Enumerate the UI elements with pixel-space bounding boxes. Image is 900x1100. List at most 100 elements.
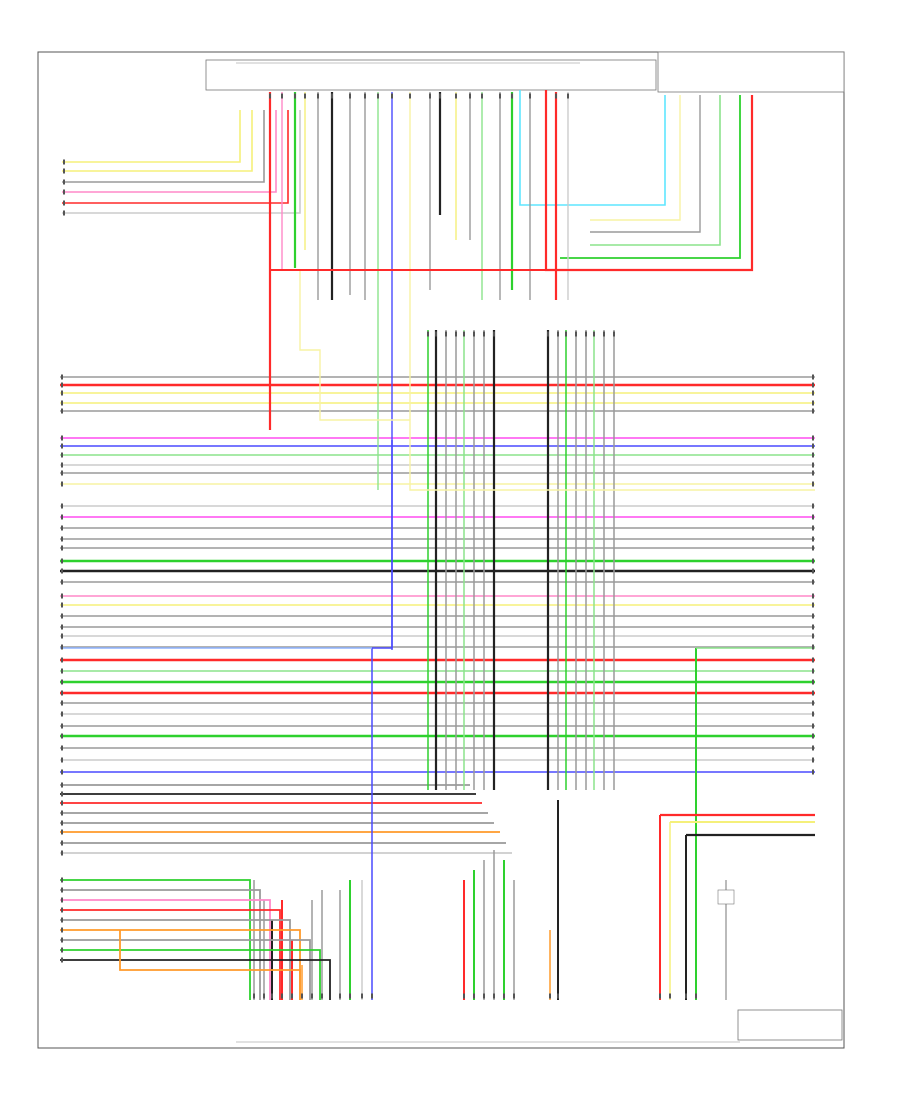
left-pin-tick-25 — [61, 644, 63, 650]
top-left-pin-tick-4 — [63, 189, 65, 195]
top-pin-tick-12 — [429, 93, 431, 99]
lower-pin-tick-7 — [61, 840, 63, 846]
mid-pin-tick-2 — [435, 331, 437, 337]
bottom-pin-tick-16 — [493, 993, 495, 999]
top-left-row-2 — [62, 110, 253, 172]
top-pin-tick-17 — [499, 93, 501, 99]
left-pin-tick-28 — [61, 679, 63, 685]
top-pin-tick-3 — [294, 93, 296, 99]
lower-left-row-8 — [60, 949, 321, 1000]
left-pin-tick-26 — [61, 657, 63, 663]
top-pin-tick-13 — [439, 93, 441, 99]
lower-left-pin-tick-9 — [61, 957, 63, 963]
right-pin-tick-16 — [812, 545, 814, 551]
lower-pin-tick-3 — [61, 800, 63, 806]
bottom-pin-tick-1 — [253, 993, 255, 999]
right-pin-tick-36 — [812, 769, 814, 775]
bottom-pin-tick-11 — [361, 993, 363, 999]
wire-layer — [60, 90, 815, 1000]
left-pin-tick-30 — [61, 700, 63, 706]
bottom-pin-tick-19 — [549, 993, 551, 999]
left-pin-tick-27 — [61, 668, 63, 674]
right-pin-tick-21 — [812, 602, 814, 608]
mid-pin-tick-14 — [593, 331, 595, 337]
bottom-pin-tick-18 — [513, 993, 515, 999]
top-pin-tick-7 — [349, 93, 351, 99]
right-pin-tick-28 — [812, 679, 814, 685]
right-pin-tick-13 — [812, 514, 814, 520]
lower-left-pin-tick-4 — [61, 907, 63, 913]
lower-left-pin-tick-1 — [61, 877, 63, 883]
right-pin-tick-17 — [812, 558, 814, 564]
right-pin-tick-15 — [812, 536, 814, 542]
right-pin-tick-4 — [812, 400, 814, 406]
bottom-pin-tick-23 — [685, 993, 687, 999]
lower-left-pin-tick-7 — [61, 937, 63, 943]
pin-tick-layer — [61, 93, 814, 999]
bottom-pin-tick-20 — [557, 993, 559, 999]
top-pin-tick-18 — [511, 93, 513, 99]
bottom-pin-tick-12 — [371, 993, 373, 999]
left-pin-tick-11 — [61, 481, 63, 487]
left-pin-tick-9 — [61, 462, 63, 468]
right-pin-tick-9 — [812, 462, 814, 468]
mid-pin-tick-13 — [585, 331, 587, 337]
right-gray-wire — [590, 95, 701, 233]
left-pin-tick-22 — [61, 613, 63, 619]
top-left-row-5 — [62, 110, 289, 204]
bottom-pin-tick-3 — [271, 993, 273, 999]
right-pin-tick-19 — [812, 579, 814, 585]
right-pin-tick-33 — [812, 733, 814, 739]
lower-left-row-2 — [60, 889, 261, 1000]
left-pin-tick-29 — [61, 690, 63, 696]
top-left-row-1 — [62, 110, 241, 163]
top-pin-tick-2 — [281, 93, 283, 99]
left-pin-tick-19 — [61, 579, 63, 585]
left-pin-tick-16 — [61, 545, 63, 551]
lower-left-row-5 — [60, 919, 291, 1000]
left-pin-tick-34 — [61, 745, 63, 751]
left-pin-tick-13 — [61, 514, 63, 520]
right-pin-tick-6 — [812, 435, 814, 441]
mid-pin-tick-3 — [445, 331, 447, 337]
mid-pin-tick-5 — [463, 331, 465, 337]
left-pin-tick-1 — [61, 374, 63, 380]
left-pin-tick-20 — [61, 593, 63, 599]
orange-loop-wire — [119, 930, 301, 1000]
top-pin-tick-20 — [555, 93, 557, 99]
top-left-pin-tick-6 — [63, 210, 65, 216]
right-pin-tick-31 — [812, 711, 814, 717]
right-green-wire — [590, 95, 721, 246]
left-pin-tick-31 — [61, 711, 63, 717]
top-pin-tick-9 — [377, 93, 379, 99]
right-pin-tick-29 — [812, 690, 814, 696]
top-left-row-3 — [62, 110, 265, 183]
top-pin-tick-8 — [364, 93, 366, 99]
right-pin-tick-32 — [812, 723, 814, 729]
top-left-pin-tick-2 — [63, 168, 65, 174]
right-pin-tick-1 — [812, 374, 814, 380]
bottom-pin-tick-4 — [281, 993, 283, 999]
left-pin-tick-18 — [61, 568, 63, 574]
top-left-pin-tick-1 — [63, 159, 65, 165]
right-pin-tick-23 — [812, 624, 814, 630]
bottom-pin-tick-6 — [301, 993, 303, 999]
left-pin-tick-21 — [61, 602, 63, 608]
left-pin-tick-33 — [61, 733, 63, 739]
top-left-row-4 — [62, 110, 277, 193]
left-pin-tick-32 — [61, 723, 63, 729]
right-pin-tick-5 — [812, 408, 814, 414]
left-pin-tick-5 — [61, 408, 63, 414]
left-pin-tick-17 — [61, 558, 63, 564]
right-pin-tick-8 — [812, 452, 814, 458]
diagram-frame — [37, 51, 845, 1049]
top-pin-tick-4 — [304, 93, 306, 99]
left-pin-tick-36 — [61, 769, 63, 775]
right-green2-wire — [560, 95, 741, 259]
right-pin-tick-10 — [812, 470, 814, 476]
right-top-component-box — [657, 51, 845, 93]
top-left-pin-tick-5 — [63, 200, 65, 206]
left-pin-tick-4 — [61, 400, 63, 406]
mid-pin-tick-8 — [493, 331, 495, 337]
